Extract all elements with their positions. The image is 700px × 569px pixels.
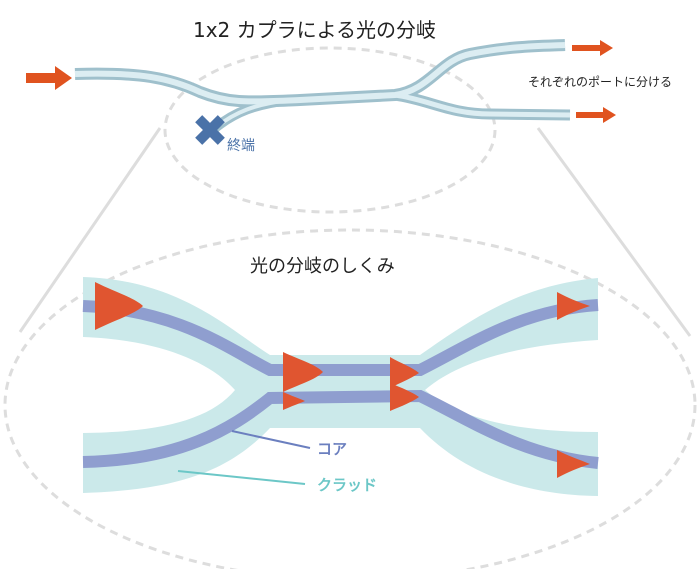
light-pulses [95,282,590,478]
pulse-icon [557,450,590,478]
core-label: コア [317,440,348,458]
output-arrow-icon [572,40,613,56]
cladding-label: クラッド [317,476,378,494]
core [82,299,599,469]
pulse-icon [283,352,323,392]
output-label: それぞれのポートに分ける [528,75,673,89]
pulse-icon [557,292,590,320]
zoom-ellipse-large [3,228,697,569]
cladding-leader-line [177,470,306,485]
output-arrow-icon [576,107,616,123]
pulse-icon [390,383,419,411]
zoom-line-right [536,127,692,337]
termination-label: 終端 [227,138,255,154]
main-title: 1x2 カプラによる光の分岐 [193,18,437,42]
pulse-icon [95,282,143,330]
pulse-icon [283,392,305,410]
core-leader-line [231,430,311,449]
input-arrow-icon [26,66,72,90]
detail-title: 光の分岐のしくみ [250,256,395,277]
terminator-x-icon [195,115,225,145]
pulse-icon [390,357,419,388]
zoom-ellipse-small [163,46,497,214]
zoom-line-left [18,127,162,333]
fiber-coupler [74,39,571,132]
cladding [83,277,598,496]
